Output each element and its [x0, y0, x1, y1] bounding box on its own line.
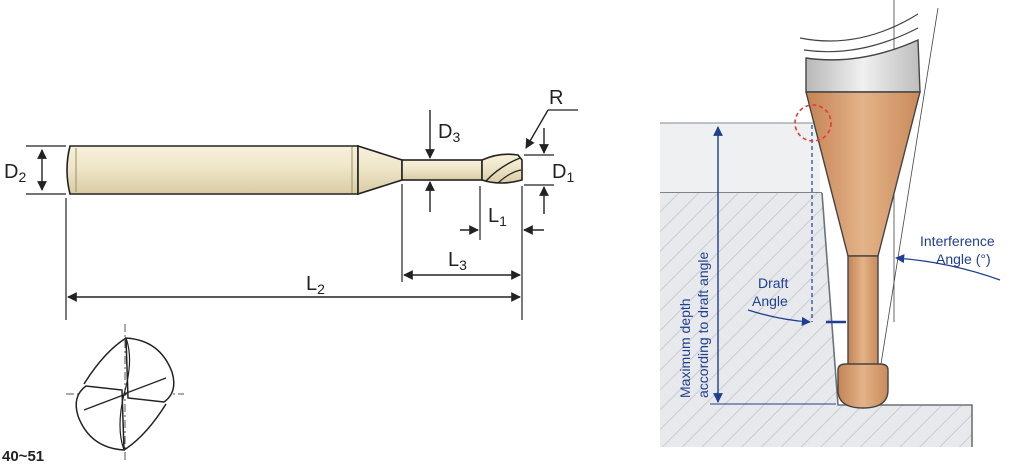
d2-label: D	[4, 161, 18, 183]
draft-angle-line1: Draft	[758, 275, 788, 291]
interference-angle-line1: Interference	[920, 233, 995, 249]
l1-label: L	[488, 205, 499, 227]
d1-sub: 1	[566, 169, 574, 185]
neck	[401, 159, 483, 181]
l1-sub: 1	[499, 213, 507, 229]
svg-text:D2: D2	[4, 161, 26, 185]
interference-zone	[794, 104, 832, 142]
dim-d3: D3	[425, 110, 460, 212]
interference-angle-line2: Angle (°)	[936, 251, 991, 267]
end-view	[66, 324, 184, 462]
svg-text:D3: D3	[438, 121, 460, 145]
r-label: R	[549, 87, 563, 109]
max-depth-line1: Maximum depth	[677, 298, 693, 398]
workpiece	[660, 193, 972, 447]
shank	[66, 145, 359, 195]
figure-code: 40~51	[2, 448, 45, 465]
dim-l1: L1	[460, 186, 544, 240]
neck-taper	[357, 144, 403, 196]
draft-angle-line2: Angle	[752, 293, 788, 309]
dim-r: R	[525, 87, 578, 149]
l2-label: L	[306, 273, 317, 295]
tool-ball-end	[837, 363, 889, 409]
tool-neck	[847, 255, 879, 367]
svg-text:L3: L3	[448, 249, 467, 273]
cutting-diagram	[660, 0, 1001, 447]
d3-label: D	[438, 121, 452, 143]
svg-text:D1: D1	[552, 161, 574, 185]
d1-label: D	[552, 161, 566, 183]
svg-text:L1: L1	[488, 205, 507, 229]
tool-holder	[805, 38, 921, 93]
l3-sub: 3	[459, 257, 467, 273]
svg-text:L2: L2	[306, 273, 325, 297]
end-mill-side-view	[66, 144, 523, 196]
dim-d1: D1	[524, 128, 574, 214]
d2-sub: 2	[18, 169, 26, 185]
l3-label: L	[448, 249, 459, 271]
max-depth-line2: according to draft angle	[695, 251, 711, 398]
dim-d2: D2	[4, 145, 66, 195]
workpiece-top	[660, 123, 820, 193]
dim-l3: L3	[401, 184, 523, 282]
dim-l2: L2	[65, 198, 523, 320]
l2-sub: 2	[317, 281, 325, 297]
d3-sub: 3	[452, 129, 460, 145]
